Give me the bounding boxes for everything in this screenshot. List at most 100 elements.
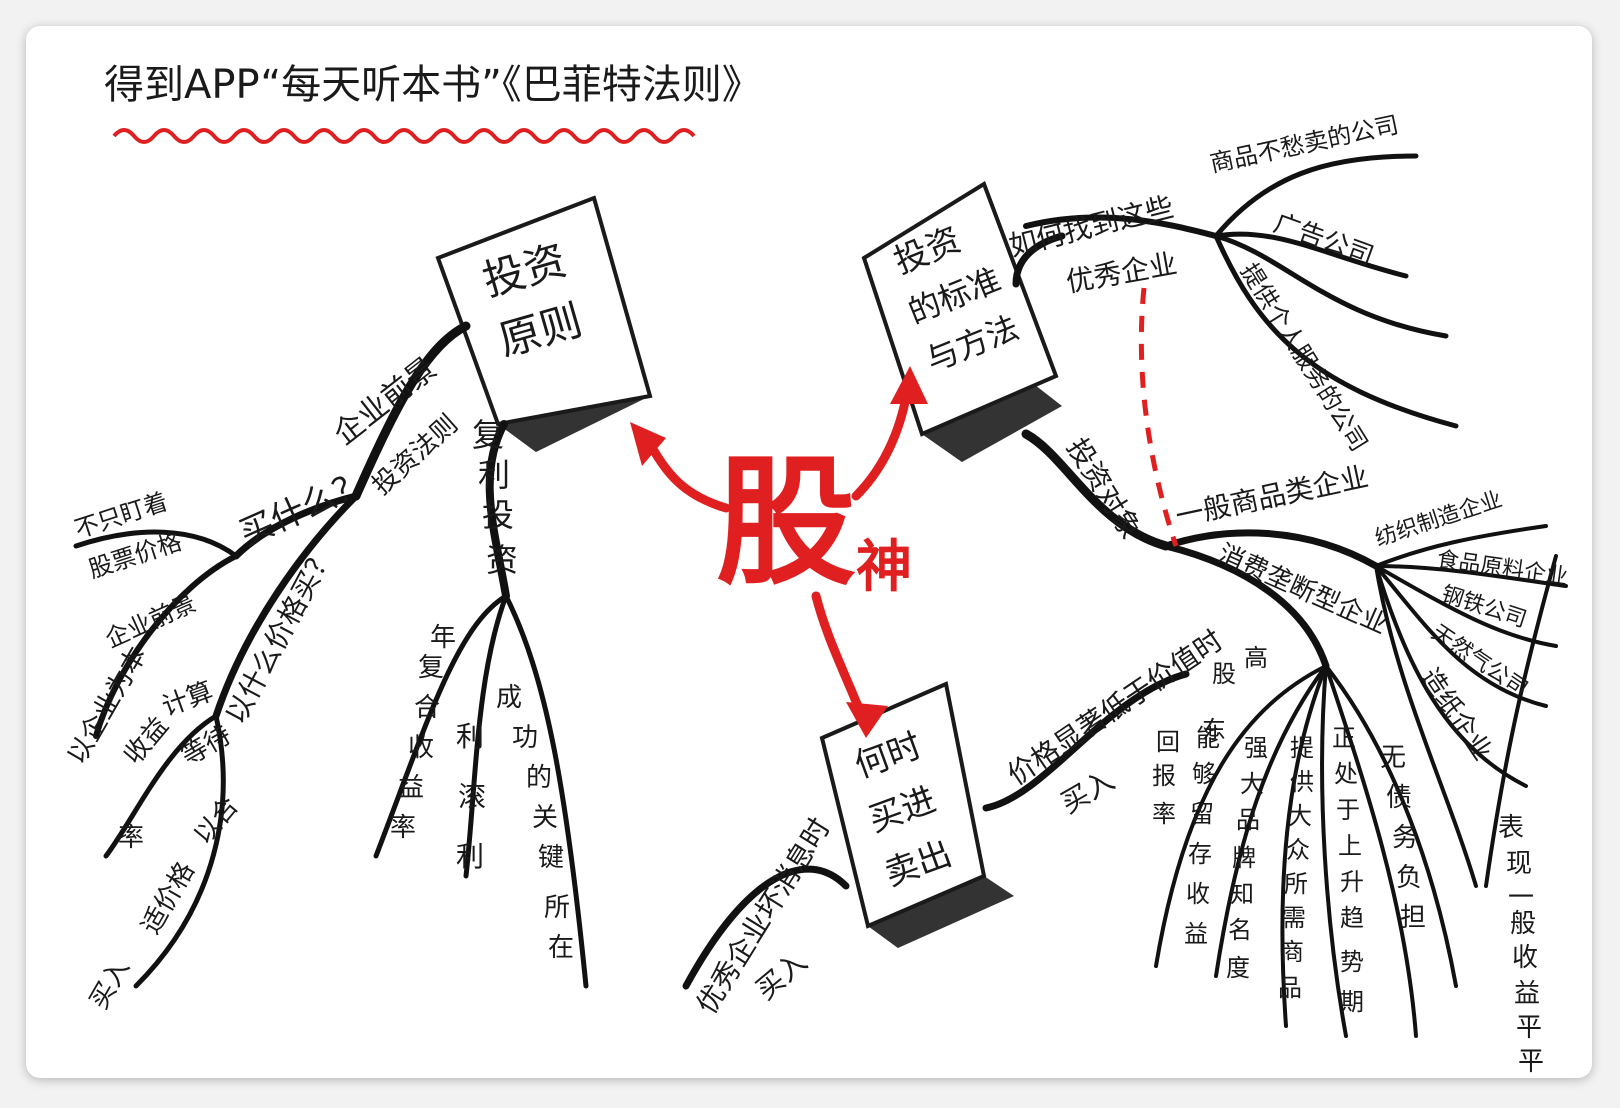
label-rising-3: 上 — [1338, 832, 1362, 860]
label-annual-3: 收 — [408, 733, 434, 763]
right-branches — [1012, 153, 1568, 1038]
label-mass-2: 大 — [1288, 802, 1312, 830]
box-when-buy-sell: 何时 买进 卖出 — [819, 681, 1014, 948]
label-mediocre-8: 平 — [1518, 1047, 1544, 1077]
page-title: 得到APP“每天听本书”《巴菲特法则》 — [104, 62, 762, 108]
label-hr-4: 率 — [1152, 800, 1176, 828]
label-interest-0: 利 — [456, 720, 484, 753]
label-textile: 纺织制造企业 — [1372, 487, 1505, 552]
label-calc-1: 计算 — [158, 677, 217, 723]
label-buy: 买入 — [1055, 763, 1120, 820]
arrow-heads — [630, 366, 928, 738]
label-good-company: 优秀企业 — [1063, 247, 1179, 299]
label-brand-1: 大 — [1240, 770, 1264, 798]
label-mediocre-3: 般 — [1510, 909, 1536, 939]
label-look-company: 企业前景 — [101, 589, 200, 654]
label-brand: 强 大 品 牌 知 名 度 — [1226, 734, 1268, 982]
label-interest: 利 滚 利 — [456, 720, 486, 873]
label-rising-5: 趋 — [1340, 904, 1364, 932]
label-invest-target: 投资对象 — [1060, 432, 1147, 544]
label-monopoly-products: 商品不愁卖的公司 — [1207, 111, 1401, 178]
label-retain-0: 能 — [1196, 724, 1220, 752]
label-compound: 复 利 投 资 — [472, 416, 518, 579]
dashed-connector — [1138, 287, 1179, 547]
label-debt-3: 负 — [1396, 863, 1422, 893]
label-mediocre-6: 益 — [1514, 979, 1540, 1009]
label-rising-2: 于 — [1336, 796, 1360, 824]
label-mediocre-2: 一 — [1508, 883, 1534, 913]
label-compound-2: 投 — [482, 496, 514, 534]
label-mediocre-5: 收 — [1512, 943, 1538, 973]
bottom-branches — [682, 670, 1190, 990]
label-retain-2: 留 — [1190, 800, 1214, 828]
label-key-5: 所 — [544, 893, 570, 923]
label-hr-0: 股 — [1212, 660, 1236, 688]
label-brand-5: 名 — [1228, 916, 1252, 944]
label-mediocre-1: 现 — [1506, 849, 1532, 879]
label-wait-4: 买入 — [84, 954, 136, 1014]
label-hr-5: 高 — [1244, 644, 1268, 672]
label-annual-2: 合 — [414, 693, 440, 723]
label-key-success: 成 功 的 关 键 所 在 — [496, 683, 574, 963]
label-retain-4: 收 — [1186, 880, 1210, 908]
label-rising: 正 处 于 上 升 趋 势 期 — [1332, 724, 1364, 1016]
label-mass-1: 供 — [1290, 768, 1314, 796]
label-service-company: 提供个人服务的公司 — [1235, 258, 1373, 456]
center-label-big: 股 — [716, 442, 856, 605]
label-debt-1: 债 — [1386, 783, 1412, 813]
label-rising-1: 处 — [1334, 760, 1358, 788]
label-key-6: 在 — [548, 933, 574, 963]
label-buy-2: 买入 — [749, 945, 813, 1006]
label-what-price: 以什么价格买？ — [219, 541, 340, 730]
label-food-raw: 食品原料企业 — [1435, 547, 1569, 590]
label-key-0: 成 — [496, 683, 522, 713]
label-retain-1: 够 — [1192, 760, 1216, 788]
label-what-to-buy: 买什么？ — [233, 462, 374, 554]
title-underline-wave — [112, 128, 696, 144]
label-brand-0: 强 — [1244, 734, 1268, 762]
label-high-return: 股 东 回 报 率 高 — [1152, 644, 1268, 828]
label-mediocre-0: 表 — [1498, 813, 1524, 843]
label-hr-3: 报 — [1152, 762, 1176, 790]
label-annual-5: 率 — [390, 813, 416, 843]
label-brand-3: 牌 — [1232, 844, 1256, 872]
label-ad-company: 广告公司 — [1270, 208, 1378, 272]
label-retain-3: 存 — [1188, 840, 1212, 868]
label-interest-1: 滚 — [458, 780, 486, 813]
label-mediocre: 表 现 一 般 收 益 平 平 ， 。 — [1498, 813, 1544, 1077]
label-retain: 能 够 留 存 收 益 — [1184, 724, 1220, 948]
label-annual-return: 年 复 合 收 益 率 — [390, 623, 456, 843]
label-debt-4: 担 — [1400, 903, 1426, 933]
label-debt-0: 无 — [1380, 743, 1406, 773]
label-compound-1: 利 — [478, 456, 510, 494]
label-mass-6: 商 — [1280, 938, 1304, 966]
label-mass-4: 所 — [1284, 870, 1308, 898]
label-rising-0: 正 — [1332, 724, 1356, 752]
label-brand-4: 知 — [1230, 880, 1254, 908]
label-retain-5: 益 — [1184, 920, 1208, 948]
label-brand-2: 品 — [1236, 806, 1260, 834]
box-investment-principles: 投资 原则 — [435, 195, 653, 452]
label-debt: 无 债 务 负 担 — [1380, 743, 1426, 933]
label-mass-3: 众 — [1286, 836, 1310, 864]
label-wait-1: 等待 — [177, 720, 237, 772]
label-rising-7: 期 — [1340, 988, 1364, 1016]
label-hr-1: 东 — [1202, 716, 1226, 744]
label-key-1: 功 — [512, 723, 538, 753]
label-rising-4: 升 — [1340, 868, 1364, 896]
label-mass-goods: 提 供 大 众 所 需 商 品 — [1278, 734, 1314, 1002]
left-branches — [73, 321, 589, 989]
label-mediocre-7: 平 — [1516, 1013, 1542, 1043]
label-rising-6: 势 — [1340, 948, 1364, 976]
mind-map-canvas: 得到APP“每天听本书”《巴菲特法则》 投资 原则 投资 的标准 与方法 何时 … — [62, 62, 1569, 1077]
label-mass-7: 品 — [1278, 974, 1302, 1002]
label-annual-0: 年 — [430, 623, 456, 653]
label-wait-2: 以合 — [188, 791, 244, 850]
label-key-4: 键 — [538, 843, 564, 873]
mind-map-paper: 得到APP“每天听本书”《巴菲特法则》 投资 原则 投资 的标准 与方法 何时 … — [26, 26, 1592, 1078]
center-label-small: 神 — [856, 535, 912, 600]
label-mass-5: 需 — [1282, 904, 1306, 932]
label-annual-4: 益 — [398, 773, 424, 803]
label-wait-3: 适价格 — [136, 857, 201, 940]
label-mass-0: 提 — [1290, 734, 1314, 762]
